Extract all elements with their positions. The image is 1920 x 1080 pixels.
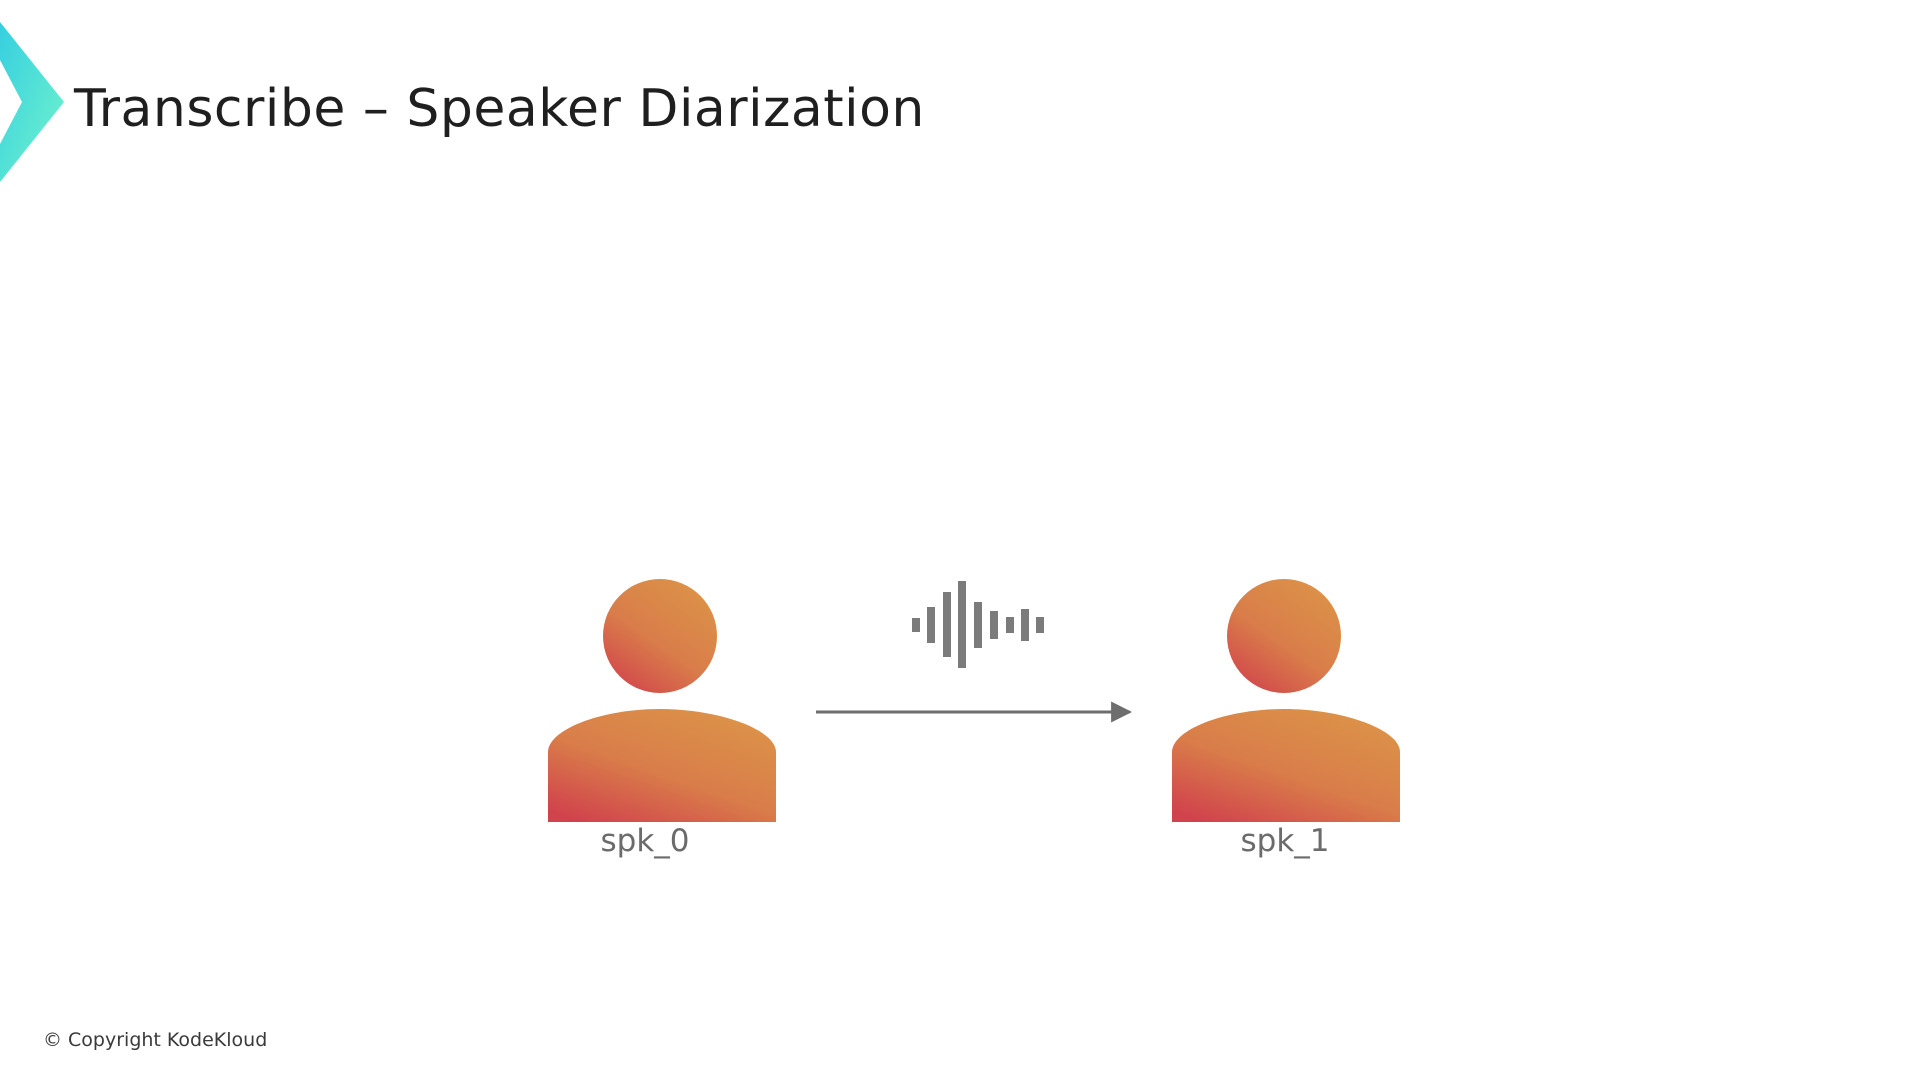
copyright-footer: © Copyright KodeKloud <box>43 1029 268 1051</box>
speaker-1-label: spk_1 <box>1240 823 1330 859</box>
slide-title: Transcribe – Speaker Diarization <box>74 79 925 139</box>
speaker-0-person-icon <box>548 579 776 822</box>
speaker-0-label: spk_0 <box>600 823 690 859</box>
sound-wave-icon <box>912 581 1044 668</box>
speaker-1-person-icon <box>1172 579 1400 822</box>
brand-chevron-icon <box>0 22 64 182</box>
